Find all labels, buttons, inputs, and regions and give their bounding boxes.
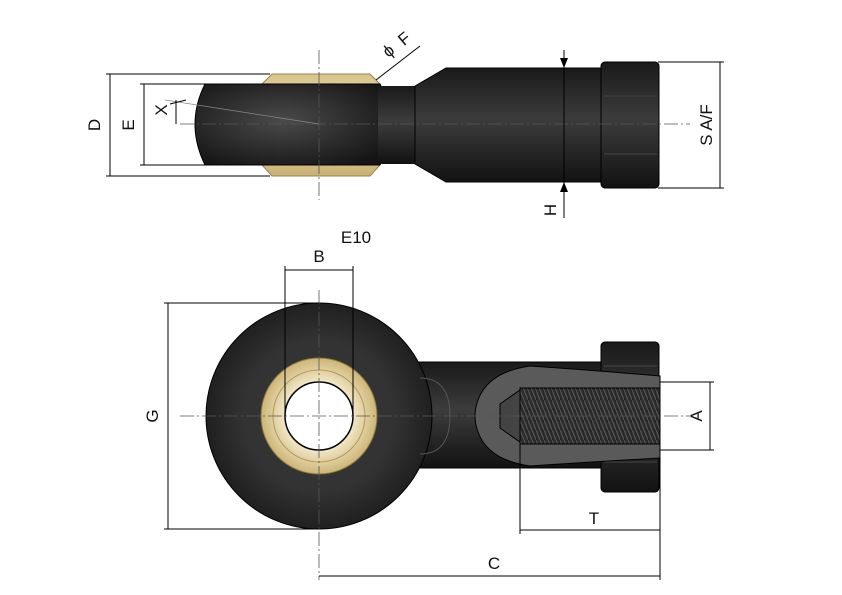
top-shank: [414, 67, 605, 183]
dim-b: B: [284, 247, 354, 416]
top-neck: [378, 86, 418, 164]
dim-saf: S A/F: [658, 61, 724, 189]
top-view: D E X ϕ F H: [85, 28, 724, 218]
dim-c: C: [319, 534, 661, 580]
dim-f: ϕ F: [375, 28, 421, 81]
label-saf: S A/F: [697, 104, 716, 146]
dim-d: D: [85, 73, 270, 177]
label-a: A: [687, 410, 706, 422]
top-hex: [600, 61, 660, 189]
diameter-symbol-icon: ϕ: [379, 40, 399, 61]
label-t: T: [589, 509, 599, 528]
dim-g: G: [143, 302, 319, 530]
label-f: F: [394, 28, 414, 49]
label-b: B: [313, 247, 324, 266]
label-h: H: [541, 204, 560, 216]
dim-x: X: [152, 99, 187, 124]
dim-a: A: [660, 381, 714, 451]
label-g: G: [143, 409, 162, 422]
dim-h: H: [541, 50, 568, 218]
top-ball-angle-line: [164, 99, 320, 125]
label-c: C: [488, 554, 500, 573]
dim-e: E: [119, 83, 210, 166]
label-d: D: [85, 119, 104, 131]
label-x: X: [152, 104, 171, 115]
model-label: E10: [341, 228, 371, 247]
dim-t: T: [519, 444, 661, 534]
top-ball: [194, 83, 391, 166]
label-e: E: [119, 119, 138, 130]
front-view: B G A T C: [143, 247, 714, 580]
